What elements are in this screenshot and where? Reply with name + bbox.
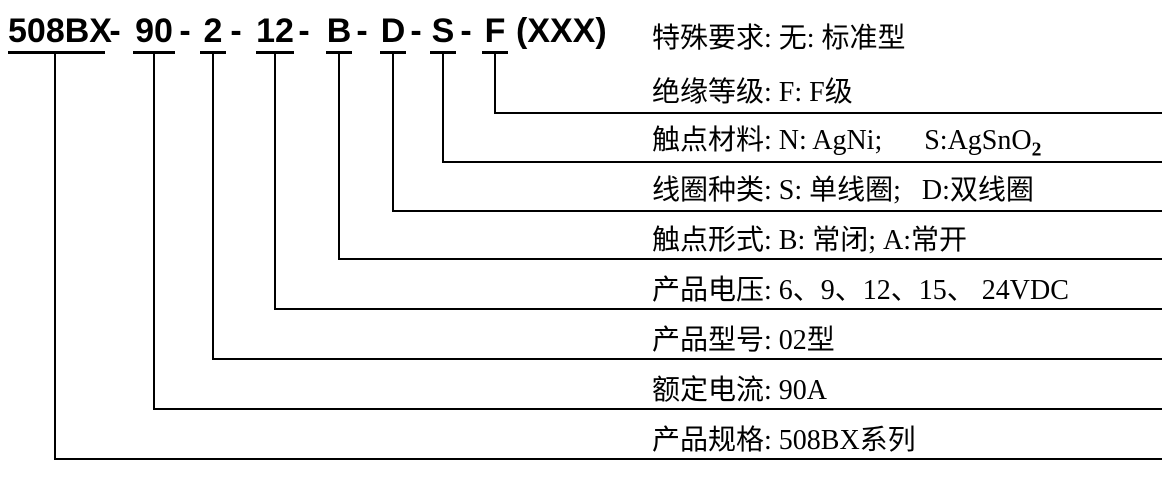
code-segment-contact-form: B <box>326 10 352 54</box>
code-separator: - <box>230 12 242 50</box>
code-suffix-special: (XXX) <box>516 12 607 50</box>
connector-model-horizontal <box>212 358 1162 360</box>
connector-insulation-vertical <box>494 54 496 114</box>
label-rated-current-text: 额定电流: 90A <box>652 375 828 406</box>
label-product-model-text: 产品型号: 02型 <box>652 325 835 356</box>
code-separator: - <box>179 12 191 50</box>
connector-contact-material-vertical <box>442 54 444 163</box>
connector-current-vertical <box>153 54 155 410</box>
code-segment-series: 508BX <box>8 10 112 54</box>
label-product-series: 产品规格: 508BX系列 <box>652 424 916 457</box>
code-segment-voltage: 12 <box>256 10 294 54</box>
connector-model-vertical <box>212 54 214 360</box>
code-separator: - <box>109 12 121 50</box>
label-product-model: 产品型号: 02型 <box>652 324 835 357</box>
subscript-2: 2 <box>1031 139 1042 161</box>
code-separator: - <box>460 12 472 50</box>
code-segment-contact-material: S <box>430 10 456 54</box>
connector-coil-type-vertical <box>392 54 394 212</box>
code-segment-coil-type: D <box>380 10 406 54</box>
label-rated-current: 额定电流: 90A <box>652 374 827 407</box>
label-coil-type-text: 线圈种类: S: 单线圈; D:双线圈 <box>652 175 1034 206</box>
label-insulation-class: 绝缘等级: F: F级 <box>652 76 853 109</box>
label-product-voltage: 产品电压: 6、9、12、15、 24VDC <box>652 274 1069 307</box>
connector-series-vertical <box>54 54 56 460</box>
connector-contact-form-vertical <box>338 54 340 260</box>
code-separator: - <box>410 12 422 50</box>
connector-voltage-horizontal <box>274 308 1162 310</box>
label-coil-type: 线圈种类: S: 单线圈; D:双线圈 <box>652 174 1034 207</box>
connector-insulation-horizontal <box>494 112 1162 114</box>
label-insulation-class-text: 绝缘等级: F: F级 <box>652 77 853 108</box>
label-contact-material: 触点材料: N: AgNi; S:AgSnO2 <box>652 124 1041 160</box>
label-contact-form: 触点形式: B: 常闭; A:常开 <box>652 224 967 257</box>
label-product-series-text: 产品规格: 508BX系列 <box>652 425 916 456</box>
connector-voltage-vertical <box>274 54 276 310</box>
connector-contact-form-horizontal <box>338 258 1162 260</box>
label-special-requirement-text: 特殊要求: 无: 标准型 <box>652 23 906 54</box>
label-special-requirement: 特殊要求: 无: 标准型 <box>652 22 906 55</box>
code-separator: - <box>356 12 368 50</box>
connector-current-horizontal <box>153 408 1162 410</box>
label-product-voltage-text: 产品电压: 6、9、12、15、 24VDC <box>652 275 1069 306</box>
label-contact-material-text: 触点材料: N: AgNi; S:AgSnO <box>652 125 1032 156</box>
connector-coil-type-horizontal <box>392 210 1162 212</box>
code-segment-current: 90 <box>133 10 175 54</box>
label-contact-form-text: 触点形式: B: 常闭; A:常开 <box>652 225 968 256</box>
connector-contact-material-horizontal <box>442 161 1162 163</box>
connector-series-horizontal <box>54 458 1162 460</box>
code-segment-model: 2 <box>200 10 226 54</box>
code-separator: - <box>298 12 310 50</box>
code-segment-insulation: F <box>482 10 508 54</box>
